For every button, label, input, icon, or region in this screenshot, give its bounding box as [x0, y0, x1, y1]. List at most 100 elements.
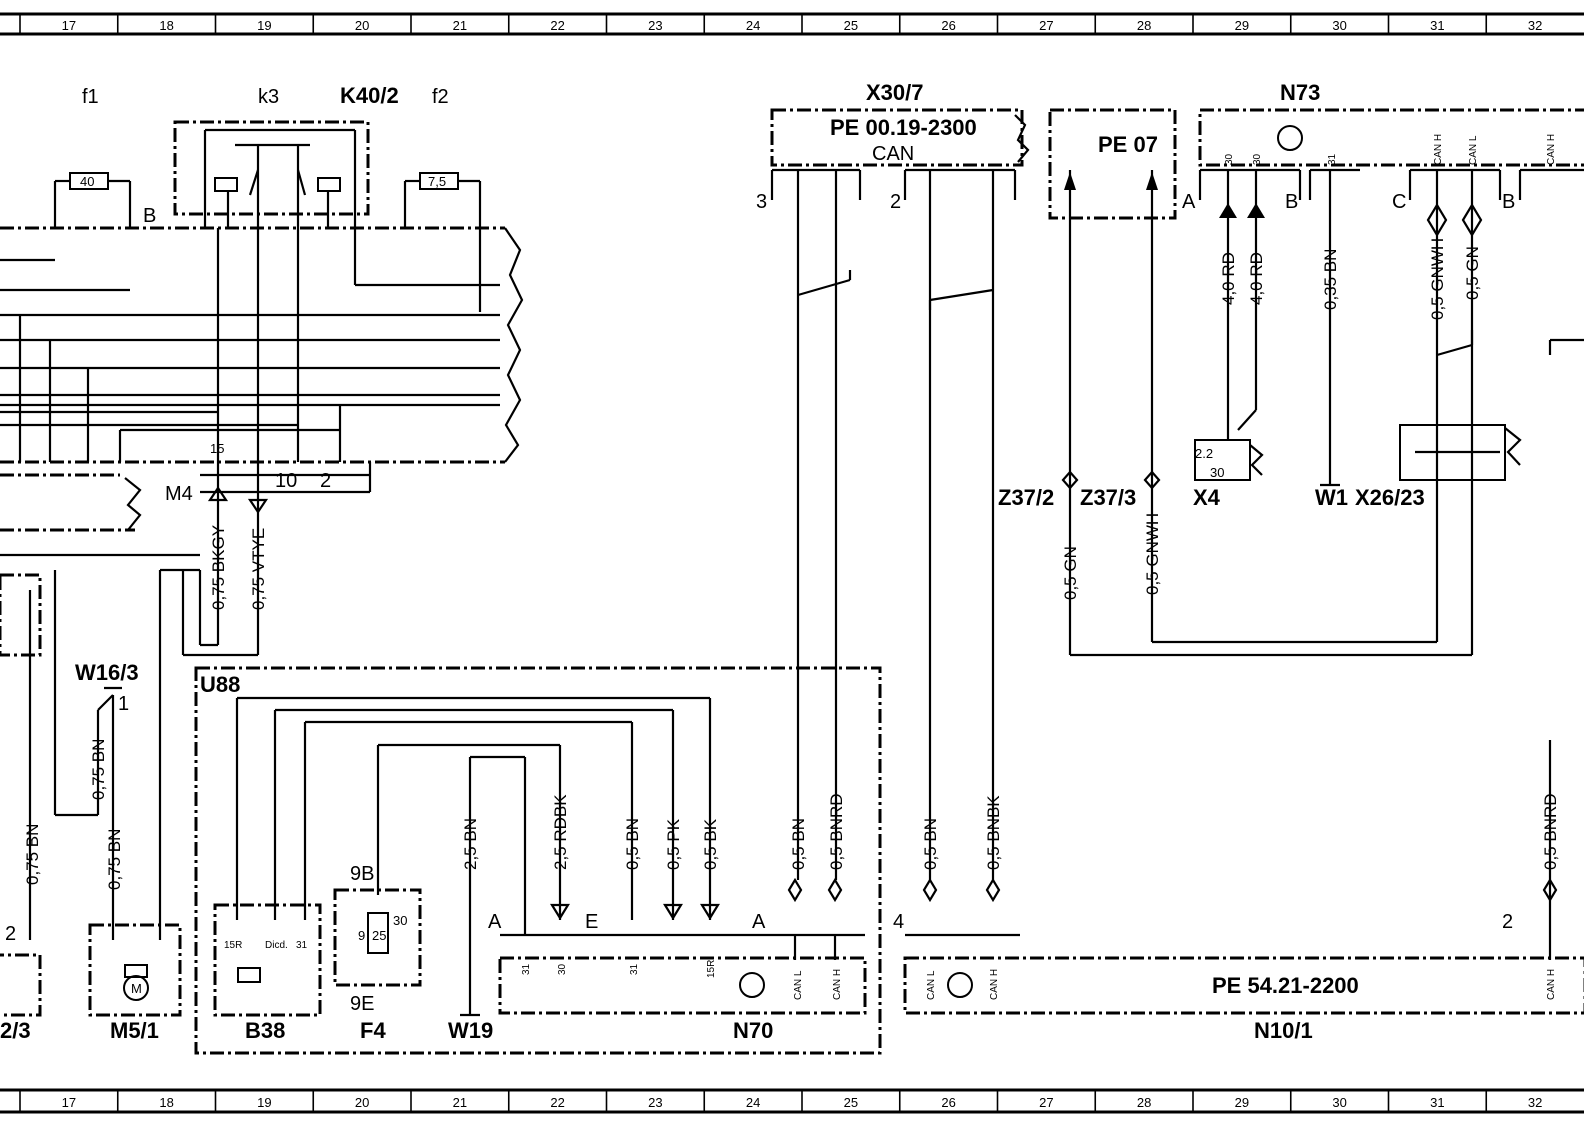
label-b38-15r: 15R	[224, 940, 242, 951]
ruler-number-bottom: 22	[550, 1095, 564, 1110]
pin-4-n10: 4	[893, 911, 904, 933]
pin-2-n10: 2	[1502, 911, 1513, 933]
ruler-number-top: 26	[941, 18, 955, 33]
ruler-number-top: 28	[1137, 18, 1151, 33]
n73-pin-31: 31	[1327, 153, 1338, 165]
ruler-number-bottom: 27	[1039, 1095, 1053, 1110]
label-x30-7: X30/7	[866, 80, 924, 105]
pin-2-x30: 2	[890, 191, 901, 213]
ruler-number-bottom: 32	[1528, 1095, 1542, 1110]
label-n10-1: N10/1	[1254, 1018, 1313, 1043]
ruler-marks: 1717181819192020212122222323242425252626…	[19, 14, 1542, 1112]
wire-gnwh-z37-3: 0,5 GNWH	[1143, 513, 1162, 595]
top-ruler	[0, 12, 1584, 36]
label-b38-dicd: Dicd.	[265, 940, 288, 951]
n10-pin-can-h2: CAN H	[1546, 969, 1557, 1000]
pin-a-n70: A	[488, 911, 502, 933]
ruler-number-top: 30	[1332, 18, 1346, 33]
label-m5-1: M5/1	[110, 1018, 159, 1043]
label-f4-9: 9	[358, 928, 365, 943]
pe-07-box	[1048, 108, 1472, 657]
u88-module	[194, 666, 882, 1055]
n70-pin-31a: 31	[521, 963, 532, 975]
n70-pin-can-h: CAN H	[832, 969, 843, 1000]
label-x4-30: 30	[1210, 465, 1224, 480]
ruler-number-bottom: 18	[159, 1095, 173, 1110]
pin-e-n70: E	[585, 911, 598, 933]
pin-1-w16: 1	[118, 693, 129, 715]
wire-bn-075-left: 0,75 BN	[23, 824, 42, 885]
ruler-number-bottom: 29	[1235, 1095, 1249, 1110]
ruler-number-top: 25	[844, 18, 858, 33]
wire-rd-40-a: 4,0 RD	[1219, 252, 1238, 305]
ruler-number-bottom: 25	[844, 1095, 858, 1110]
ruler-number-top: 18	[159, 18, 173, 33]
pin-b-n73: B	[1285, 191, 1298, 213]
wire-bn-05-n10: 0,5 BN	[921, 818, 940, 870]
n70-pin-15r: 15R	[706, 960, 717, 978]
wire-rdbk-25: 2,5 RDBK	[551, 794, 570, 870]
label-w19: W19	[448, 1018, 493, 1043]
label-f4: F4	[360, 1018, 386, 1043]
ruler-number-top: 19	[257, 18, 271, 33]
label-w1: W1	[1315, 485, 1348, 510]
ruler-number-bottom: 21	[453, 1095, 467, 1110]
pin-labels: 30 30 31 CAN H CAN L CAN H 31 30 31 15R …	[521, 134, 1557, 1000]
n73-pin-30a: 30	[1224, 153, 1235, 165]
label-f4-30: 30	[393, 913, 407, 928]
ruler-number-bottom: 30	[1332, 1095, 1346, 1110]
wire-bnbk-05: 0,5 BNBK	[984, 795, 1003, 870]
ruler-number-top: 17	[62, 18, 76, 33]
n70-pin-31b: 31	[629, 963, 640, 975]
label-b38: B38	[245, 1018, 285, 1043]
wire-bnrd-05-n10: 0,5 BNRD	[1541, 793, 1560, 870]
wire-gnwh-n73: 0,5 GNWH	[1428, 238, 1447, 320]
wire-bn-05-n70: 0,5 BN	[623, 818, 642, 870]
label-pe-54-21: PE 54.21-2200	[1212, 973, 1359, 998]
label-b38-31: 31	[296, 940, 308, 951]
ruler-number-bottom: 19	[257, 1095, 271, 1110]
label-w16-3: W16/3	[75, 660, 139, 685]
label-k3: k3	[258, 86, 279, 108]
label-u88: U88	[200, 672, 240, 697]
label-k40-2: K40/2	[340, 83, 399, 108]
bottom-ruler	[0, 1088, 1584, 1114]
ruler-number-top: 23	[648, 18, 662, 33]
wire-bkgy: 0,75 BKGY	[209, 525, 228, 610]
ruler-number-top: 22	[550, 18, 564, 33]
n70-pin-30: 30	[557, 963, 568, 975]
wire-bn-25: 2,5 BN	[461, 818, 480, 870]
label-z37-2: Z37/2	[998, 485, 1054, 510]
label-f4-9b: 9B	[350, 863, 374, 885]
ruler-number-bottom: 31	[1430, 1095, 1444, 1110]
n70-pin-can-l: CAN L	[793, 970, 804, 1000]
label-n73: N73	[1280, 80, 1320, 105]
label-z37-3: Z37/3	[1080, 485, 1136, 510]
ruler-number-bottom: 23	[648, 1095, 662, 1110]
label-m4: M4	[165, 483, 193, 505]
n73-pin-30b: 30	[1252, 153, 1263, 165]
upper-left-harness	[0, 120, 524, 1017]
wire-bn-035: 0,35 BN	[1321, 249, 1340, 310]
wire-rd-40-b: 4,0 RD	[1247, 252, 1266, 305]
label-motor-m: M	[131, 981, 142, 996]
ruler-number-top: 21	[453, 18, 467, 33]
ruler-number-bottom: 20	[355, 1095, 369, 1110]
ruler-number-top: 20	[355, 18, 369, 33]
wire-bn-075-m5: 0,75 BN	[105, 829, 124, 890]
label-x4: X4	[1193, 485, 1221, 510]
label-x26-23: X26/23	[1355, 485, 1425, 510]
label-x4-22: 2.2	[1195, 446, 1213, 461]
pin-b-k40: B	[143, 205, 156, 227]
pin-2-left: 2	[5, 923, 16, 945]
fuse-40-value: 40	[80, 174, 94, 189]
fuse-7-5-value: 7,5	[428, 174, 446, 189]
label-f1: f1	[82, 86, 99, 108]
ruler-number-bottom: 28	[1137, 1095, 1151, 1110]
pin-10-m4: 10	[275, 470, 297, 492]
pin-3-x30: 3	[756, 191, 767, 213]
wire-gn-z37-2: 0,5 GN	[1061, 546, 1080, 600]
label-f4-25: 25	[372, 928, 386, 943]
pin-a-n73: A	[1182, 191, 1196, 213]
